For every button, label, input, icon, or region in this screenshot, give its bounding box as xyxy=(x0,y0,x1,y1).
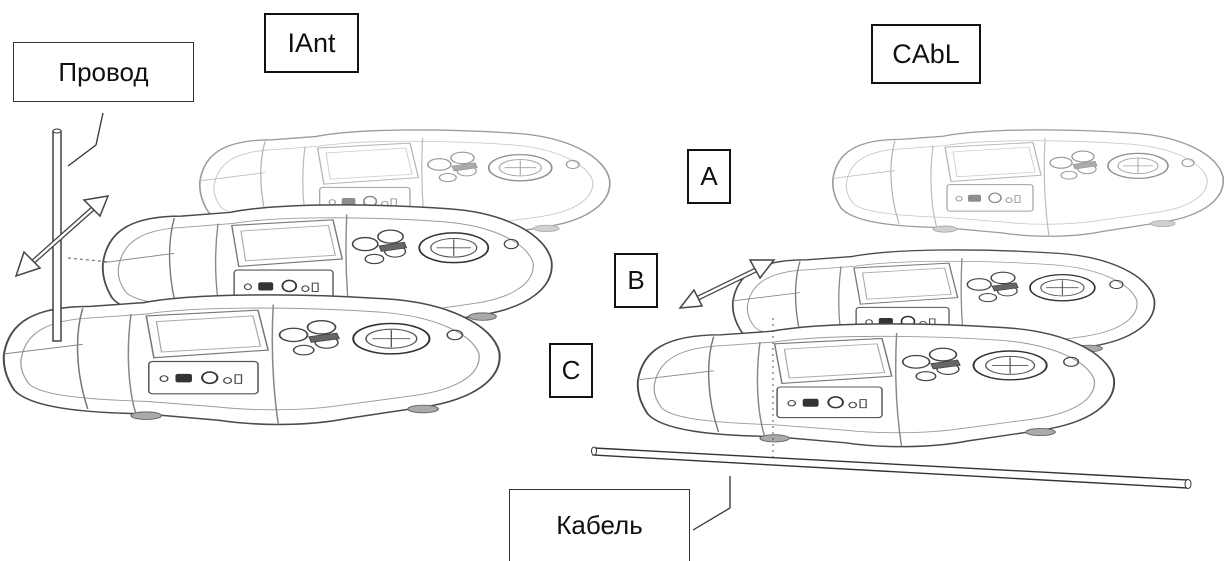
double-arrow-icon xyxy=(678,259,776,309)
position-label-c: C xyxy=(549,343,593,398)
position-label-b: B xyxy=(614,253,658,308)
device-right-c xyxy=(636,322,1116,448)
wire-label: Провод xyxy=(13,42,194,102)
cable-rod xyxy=(591,446,1192,489)
mode-label-iant: IAnt xyxy=(264,13,359,73)
device-right-a xyxy=(832,129,1225,238)
mode-label-cabl: CAbL xyxy=(871,24,981,84)
double-arrow-icon xyxy=(14,195,110,278)
cable-label: Кабель xyxy=(509,489,690,561)
device-left-front xyxy=(2,293,501,426)
position-label-a: A xyxy=(687,149,731,204)
